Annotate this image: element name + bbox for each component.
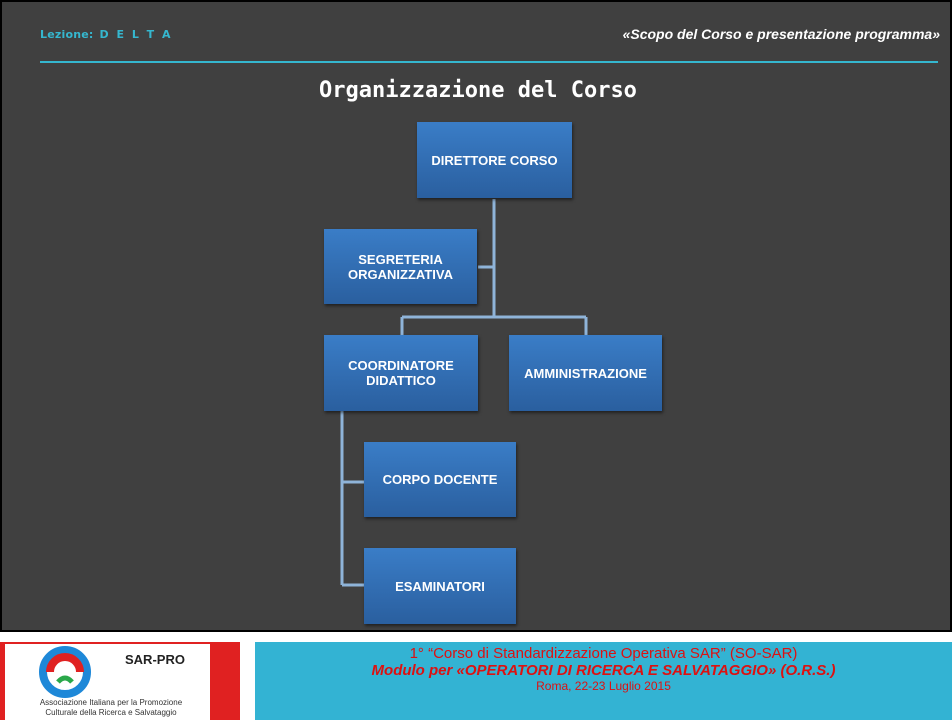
logo-panel: SAR-PRO Associazione Italiana per la Pro… bbox=[5, 644, 210, 720]
slide: Lezione: D E L T A «Scopo del Corso e pr… bbox=[0, 0, 952, 632]
examiners-label: ESAMINATORI bbox=[395, 578, 485, 594]
secretariat-label-line1: SEGRETERIA bbox=[358, 251, 443, 267]
footer-course-title: 1° “Corso di Standardizzazione Operativa… bbox=[409, 645, 798, 662]
slide-subtitle: «Scopo del Corso e presentazione program… bbox=[622, 26, 940, 42]
lesson-label-text: Lezione: bbox=[40, 28, 94, 41]
secretariat-label-line2: ORGANIZZATIVA bbox=[348, 266, 453, 282]
teaching-staff-label: CORPO DOCENTE bbox=[382, 472, 498, 487]
coordinator-label-line2: DIDATTICO bbox=[366, 373, 436, 388]
lesson-value: D E L T A bbox=[99, 28, 173, 41]
director-label: DIRETTORE CORSO bbox=[431, 152, 558, 168]
header-divider bbox=[40, 61, 938, 63]
logo-caption: Associazione Italiana per la Promozione … bbox=[11, 698, 211, 718]
sar-pro-emblem-icon bbox=[39, 646, 91, 698]
org-box-director: DIRETTORE CORSO bbox=[417, 122, 572, 198]
org-box-secretariat: SEGRETERIA ORGANIZZATIVA bbox=[324, 229, 477, 304]
org-box-coordinator: COORDINATORE DIDATTICO bbox=[324, 335, 478, 411]
logo-caption-line1: Associazione Italiana per la Promozione bbox=[39, 698, 183, 707]
coordinator-label-line1: COORDINATORE bbox=[348, 358, 454, 373]
lesson-label: Lezione: D E L T A bbox=[40, 28, 173, 41]
administration-label: AMMINISTRAZIONE bbox=[524, 365, 647, 381]
org-box-administration: AMMINISTRAZIONE bbox=[509, 335, 662, 411]
logo-caption-line2: Culturale della Ricerca e Salvataggio bbox=[45, 708, 177, 717]
footer-location-date: Roma, 22-23 Luglio 2015 bbox=[536, 679, 671, 693]
organization-logo: SAR-PRO Associazione Italiana per la Pro… bbox=[0, 642, 240, 720]
slide-title: Organizzazione del Corso bbox=[319, 78, 637, 103]
org-chart-connectors bbox=[340, 199, 588, 587]
logo-name: SAR-PRO bbox=[125, 652, 185, 667]
org-box-teaching-staff: CORPO DOCENTE bbox=[364, 442, 516, 517]
footer-module-title: Modulo per «OPERATORI DI RICERCA E SALVA… bbox=[371, 662, 836, 679]
org-box-examiners: ESAMINATORI bbox=[364, 548, 516, 624]
footer-course-info: 1° “Corso di Standardizzazione Operativa… bbox=[255, 642, 952, 720]
